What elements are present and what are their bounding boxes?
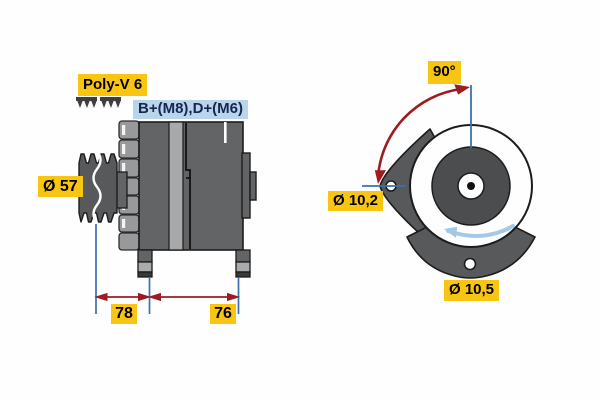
mounting-feet bbox=[137, 249, 251, 278]
angle-arc-arrowhead-top bbox=[454, 84, 470, 95]
angle-arc bbox=[376, 87, 462, 178]
belt-type-label: Poly-V 6 bbox=[78, 74, 148, 96]
stator-band bbox=[168, 121, 184, 251]
shaft-center-dot bbox=[467, 182, 475, 190]
axis-lines bbox=[362, 85, 472, 187]
alternator-body bbox=[138, 121, 244, 251]
alternator-rear-view bbox=[362, 84, 536, 279]
mounting-angle-label: 90° bbox=[428, 61, 461, 84]
belt-profile-icon bbox=[76, 97, 97, 108]
extension-lines bbox=[95, 224, 240, 314]
pulley-diameter-label: Ø 57 bbox=[38, 176, 83, 197]
dimension-arrows bbox=[94, 292, 241, 302]
body-panel-line bbox=[185, 123, 191, 249]
pulley-break-line bbox=[92, 150, 102, 224]
bottom-lug-hole bbox=[463, 257, 477, 271]
body-notch bbox=[224, 122, 227, 143]
side-hole-diameter-label: Ø 10,2 bbox=[328, 191, 384, 211]
terminals-label: B+(M8),D+(M6) bbox=[133, 100, 249, 119]
dimension-rear-label: 76 bbox=[210, 304, 236, 324]
bottom-hole-diameter-label: Ø 10,5 bbox=[444, 280, 500, 301]
dimension-front-label: 78 bbox=[111, 304, 137, 324]
terminal-block bbox=[241, 152, 257, 219]
belt-profile-icon bbox=[100, 97, 121, 108]
alternator-side-view bbox=[78, 120, 257, 314]
angle-arc-arrowhead-bottom bbox=[374, 170, 387, 184]
rotation-arrowhead bbox=[444, 226, 458, 238]
